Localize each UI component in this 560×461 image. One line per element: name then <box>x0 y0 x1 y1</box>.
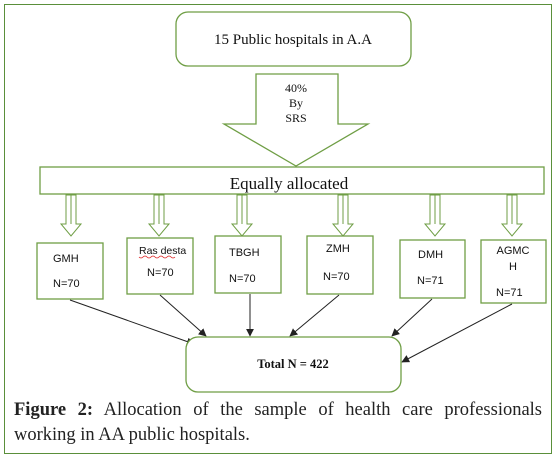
small-arrow-6 <box>500 194 524 237</box>
caption-text: Allocation of the sample of health care … <box>14 400 543 445</box>
small-arrow-5 <box>423 194 447 237</box>
hospital-name: ZMH <box>326 243 350 255</box>
hospital-box-3: TBGH N=70 <box>214 235 282 294</box>
connectors <box>69 294 513 363</box>
hospital-name-line-1: AGMC <box>497 245 530 257</box>
hospital-name: Ras desta <box>139 245 186 257</box>
arrow-label-line-1: 40% <box>285 81 307 95</box>
banner-box <box>39 166 545 195</box>
hospital-n: N=70 <box>147 267 174 279</box>
arrow-label-line-2: By <box>289 96 303 110</box>
small-arrows <box>59 194 524 237</box>
hospital-box-5: DMH N=71 <box>399 239 466 299</box>
total-label: Total N = 422 <box>257 357 329 371</box>
connector-2 <box>159 294 207 337</box>
small-arrow-1 <box>59 194 83 237</box>
hospital-box-2: Ras desta N=70 <box>126 237 194 295</box>
hospital-n: N=70 <box>53 278 80 290</box>
small-arrow-3 <box>230 194 254 237</box>
small-arrow-2 <box>147 194 171 237</box>
small-arrow-4 <box>331 194 355 237</box>
hospital-box-6: AGMC H N=71 <box>480 239 547 304</box>
top-box <box>175 11 412 67</box>
hospital-box-4: ZMH N=70 <box>306 235 374 295</box>
connector-4 <box>289 294 340 337</box>
top-box-label: 15 Public hospitals in A.A <box>214 32 372 48</box>
hospital-name: DMH <box>418 249 443 261</box>
connector-6 <box>401 303 513 363</box>
hospital-n: N=71 <box>417 275 444 287</box>
hospital-name: TBGH <box>229 247 260 259</box>
hospital-name: GMH <box>53 253 79 265</box>
total-box <box>185 336 402 393</box>
connector-1 <box>69 299 195 346</box>
hospital-n: N=70 <box>323 271 350 283</box>
figure-frame <box>4 4 552 454</box>
hospital-box-1: GMH N=70 <box>36 242 104 300</box>
banner-label: Equally allocated <box>230 174 349 193</box>
big-down-arrow <box>221 73 371 167</box>
figure-caption: Figure 2: Allocation of the sample of he… <box>14 398 542 448</box>
connector-5 <box>391 298 433 337</box>
hospital-n: N=70 <box>229 273 256 285</box>
spellcheck-underline <box>138 255 176 259</box>
hospital-name-line-2: H <box>509 261 517 273</box>
hospital-n: N=71 <box>496 287 523 299</box>
arrow-label-line-3: SRS <box>285 111 306 125</box>
figure-label: Figure 2: <box>14 400 94 420</box>
